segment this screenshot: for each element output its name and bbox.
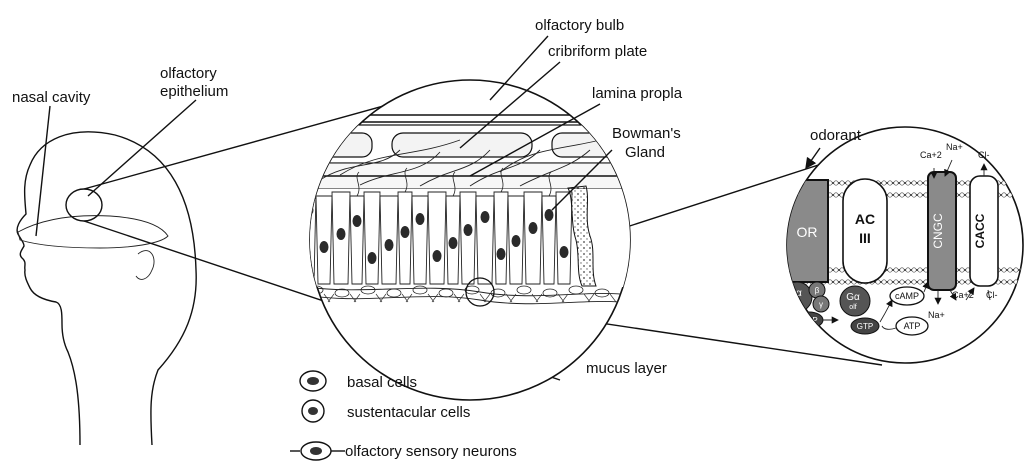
atp-label: ATP	[904, 321, 921, 331]
g-active-sub: olf	[849, 304, 856, 311]
epithelial-cell	[556, 192, 572, 284]
legend-sustentacular-cells: sustentacular cells	[302, 400, 470, 422]
epithelial-cell	[364, 192, 380, 284]
nasal-cavity-label: nasal cavity	[12, 89, 91, 106]
cl-bottom-label: Cl-	[986, 290, 998, 300]
camp-label: cAMP	[895, 291, 919, 301]
legend-neurons-label: olfactory sensory neurons	[345, 443, 517, 460]
epithelial-cell	[332, 192, 350, 284]
cl-top-label: Cl-	[978, 150, 990, 160]
ca-top-label: Ca+2	[920, 150, 942, 160]
cacc-label: CACC	[973, 213, 987, 248]
epithelial-cell	[476, 196, 494, 284]
g-active-label: Gα	[846, 292, 860, 303]
epithelial-cell	[302, 168, 316, 284]
odorant-label: odorant	[810, 127, 862, 144]
ac-label-2: III	[859, 230, 871, 246]
mucus-layer-label: mucus layer	[586, 360, 667, 377]
epithelial-cell	[428, 192, 446, 284]
na-bottom-label: Na+	[928, 310, 945, 320]
ca-bottom-label: Ca+2	[952, 290, 974, 300]
gtp-label: GTP	[857, 322, 873, 331]
olfactory-epithelium-label-2: epithelium	[160, 83, 228, 100]
cngc-label: CNGC	[931, 213, 945, 249]
epithelial-cell	[524, 192, 542, 284]
epithelial-cell	[412, 196, 428, 284]
bowmans-gland-label-2: Gland	[625, 144, 665, 161]
legend-sustentacular-label: sustentacular cells	[347, 404, 470, 421]
epithelial-cell	[380, 196, 398, 284]
cribriform-plate-label: cribriform plate	[548, 43, 647, 60]
legend-basal-cells: basal cells	[300, 371, 417, 391]
g-beta-label: β	[815, 286, 820, 295]
epithelium-magnified	[300, 80, 642, 400]
bowmans-gland-label-1: Bowman's	[612, 125, 681, 142]
ear	[136, 251, 154, 280]
gdp-label: GDP	[800, 316, 817, 325]
epithelial-cell	[460, 192, 476, 284]
ac-label-1: AC	[855, 211, 875, 227]
lamina-propla-label: lamina propla	[592, 85, 683, 102]
na-top-label: Na+	[946, 142, 963, 152]
signaling-magnified: OR AC III CNGC CACC Gα olf β γ GDP Gα ol…	[780, 127, 1025, 363]
epithelial-cell	[508, 196, 524, 284]
legend-olfactory-neurons: olfactory sensory neurons	[290, 442, 517, 460]
olfactory-epithelium-label-1: olfactory	[160, 65, 217, 82]
legend-basal-label: basal cells	[347, 374, 417, 391]
g-alpha-sub: olf	[791, 300, 798, 307]
epithelial-cell	[316, 196, 332, 284]
g-gamma-label: γ	[819, 300, 823, 309]
nasal-cavity-outline	[18, 216, 168, 248]
olfactory-bulb-label: olfactory bulb	[535, 17, 624, 34]
or-label: OR	[797, 224, 818, 240]
